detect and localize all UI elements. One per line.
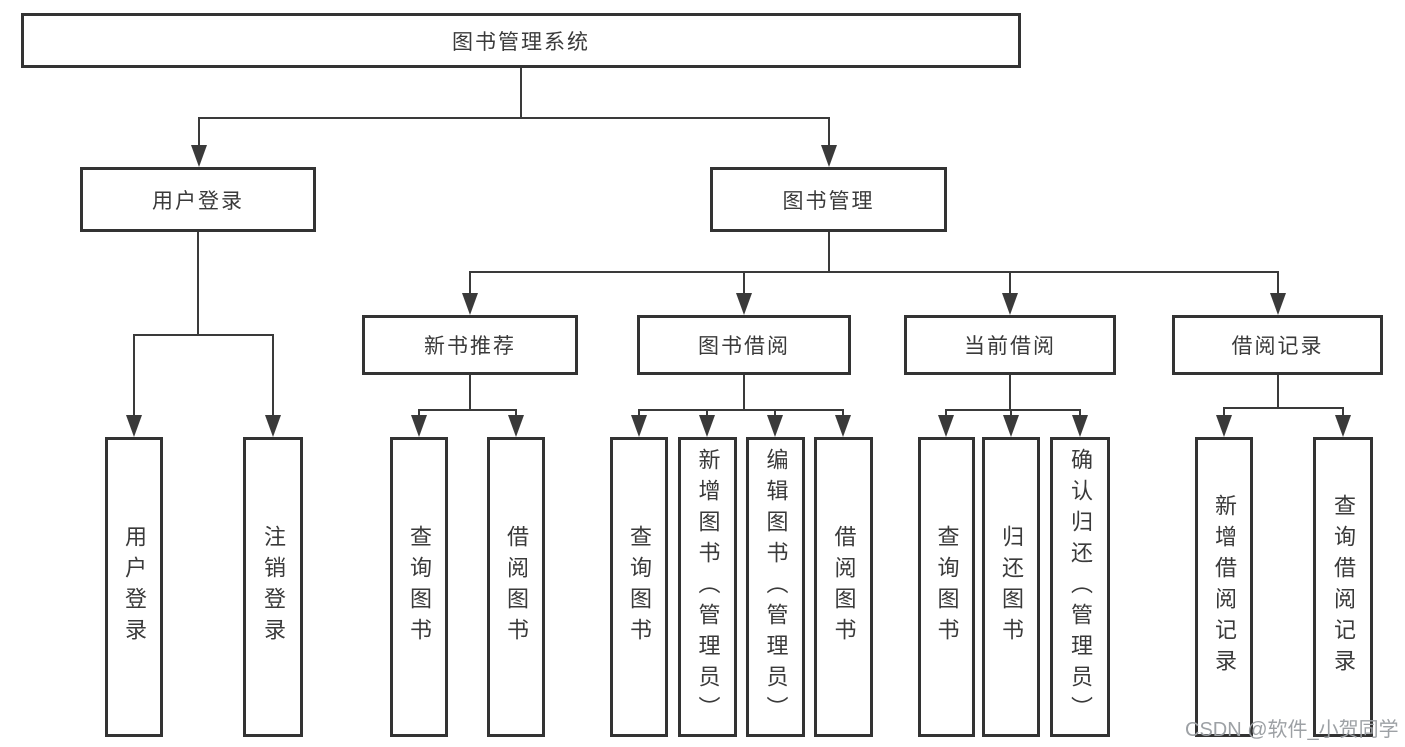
arrow-down-icon	[736, 293, 752, 315]
arrow-down-icon	[411, 415, 427, 437]
node-leaf-current-query-label: 查询图书	[934, 525, 960, 649]
node-leaf-bookborrow-query-label: 查询图书	[627, 525, 652, 649]
arrow-down-icon	[1003, 415, 1019, 437]
node-leaf-record-query-label: 查询借阅记录	[1331, 494, 1356, 680]
connector-record-drop-2	[1342, 407, 1344, 417]
node-root: 图书管理系统	[21, 13, 1021, 68]
node-new-book-label: 新书推荐	[424, 335, 516, 358]
node-leaf-user-login-label: 用户登录	[122, 525, 147, 649]
connector-login-rail	[133, 334, 274, 336]
node-leaf-logout: 注销登录	[243, 437, 303, 737]
arrow-down-icon	[1072, 415, 1088, 437]
arrow-down-icon	[462, 293, 478, 315]
connector-borrow-drop-2	[706, 409, 708, 417]
arrow-down-icon	[508, 415, 524, 437]
node-leaf-bookborrow-borrow-label: 借阅图书	[831, 525, 857, 649]
connector-borrow-stem	[743, 375, 745, 411]
connector-login-stem	[197, 232, 199, 336]
connector-mgmt-rail	[469, 271, 1279, 273]
node-current-borrow: 当前借阅	[904, 315, 1116, 375]
connector-current-drop-1	[945, 409, 947, 417]
arrow-down-icon	[835, 415, 851, 437]
node-leaf-bookborrow-edit-label: 编辑图书（管理员）	[763, 447, 789, 727]
connector-record-rail	[1223, 407, 1344, 409]
arrow-down-icon	[767, 415, 783, 437]
connector-root-drop-left	[198, 117, 200, 147]
node-leaf-newbook-query: 查询图书	[390, 437, 448, 737]
node-book-borrow-label: 图书借阅	[698, 335, 790, 358]
connector-record-stem	[1277, 375, 1279, 409]
connector-login-drop-2	[272, 334, 274, 417]
connector-borrow-drop-4	[842, 409, 844, 417]
arrow-down-icon	[1002, 293, 1018, 315]
node-user-login-label: 用户登录	[152, 189, 244, 213]
connector-borrow-drop-3	[774, 409, 776, 417]
csdn-watermark: CSDN @软件_小贺同学	[1185, 719, 1399, 741]
node-borrow-record-label: 借阅记录	[1231, 335, 1324, 358]
node-leaf-current-return: 归还图书	[982, 437, 1040, 737]
arrow-down-icon	[1270, 293, 1286, 315]
arrow-down-icon	[938, 415, 954, 437]
connector-newbook-stem	[469, 375, 471, 411]
connector-mgmt-stem	[828, 232, 830, 273]
node-leaf-logout-label: 注销登录	[261, 525, 286, 649]
node-user-login: 用户登录	[80, 167, 316, 232]
node-book-mgmt-label: 图书管理	[782, 189, 875, 213]
node-leaf-bookborrow-edit: 编辑图书（管理员）	[746, 437, 805, 737]
connector-mgmt-drop-4	[1277, 271, 1279, 295]
node-leaf-bookborrow-query: 查询图书	[610, 437, 668, 737]
arrow-down-icon	[126, 415, 142, 437]
node-leaf-record-query: 查询借阅记录	[1313, 437, 1373, 737]
connector-current-rail	[945, 409, 1081, 411]
arrow-down-icon	[191, 145, 207, 167]
node-leaf-current-query: 查询图书	[918, 437, 975, 737]
node-leaf-current-confirm: 确认归还（管理员）	[1050, 437, 1110, 737]
connector-mgmt-drop-3	[1009, 271, 1011, 295]
connector-newbook-drop-2	[515, 409, 517, 417]
node-leaf-user-login: 用户登录	[105, 437, 163, 737]
connector-record-drop-1	[1223, 407, 1225, 417]
node-leaf-bookborrow-add-label: 新增图书（管理员）	[695, 447, 721, 727]
node-leaf-newbook-borrow-label: 借阅图书	[504, 525, 529, 649]
connector-current-drop-2	[1010, 409, 1012, 417]
node-book-mgmt: 图书管理	[710, 167, 947, 232]
connector-login-drop-1	[133, 334, 135, 417]
node-leaf-newbook-query-label: 查询图书	[407, 525, 432, 649]
node-leaf-record-add: 新增借阅记录	[1195, 437, 1253, 737]
arrow-down-icon	[1216, 415, 1232, 437]
arrow-down-icon	[821, 145, 837, 167]
connector-borrow-rail	[638, 409, 844, 411]
arrow-down-icon	[1335, 415, 1351, 437]
connector-newbook-drop-1	[418, 409, 420, 417]
node-leaf-newbook-borrow: 借阅图书	[487, 437, 545, 737]
node-leaf-current-return-label: 归还图书	[999, 525, 1024, 649]
connector-root-stem	[520, 68, 522, 118]
node-leaf-bookborrow-borrow: 借阅图书	[814, 437, 873, 737]
connector-borrow-drop-1	[638, 409, 640, 417]
node-borrow-record: 借阅记录	[1172, 315, 1383, 375]
node-new-book: 新书推荐	[362, 315, 578, 375]
arrow-down-icon	[265, 415, 281, 437]
node-leaf-current-confirm-label: 确认归还（管理员）	[1068, 447, 1093, 727]
arrow-down-icon	[699, 415, 715, 437]
node-current-borrow-label: 当前借阅	[964, 335, 1056, 358]
node-book-borrow: 图书借阅	[637, 315, 851, 375]
connector-newbook-rail	[418, 409, 517, 411]
connector-current-drop-3	[1079, 409, 1081, 417]
connector-root-drop-right	[828, 117, 830, 147]
connector-mgmt-drop-2	[743, 271, 745, 295]
connector-mgmt-drop-1	[469, 271, 471, 295]
connector-root-rail	[198, 117, 830, 119]
node-leaf-record-add-label: 新增借阅记录	[1212, 494, 1237, 680]
node-root-label: 图书管理系统	[452, 30, 590, 54]
node-leaf-bookborrow-add: 新增图书（管理员）	[678, 437, 737, 737]
connector-current-stem	[1009, 375, 1011, 411]
arrow-down-icon	[631, 415, 647, 437]
